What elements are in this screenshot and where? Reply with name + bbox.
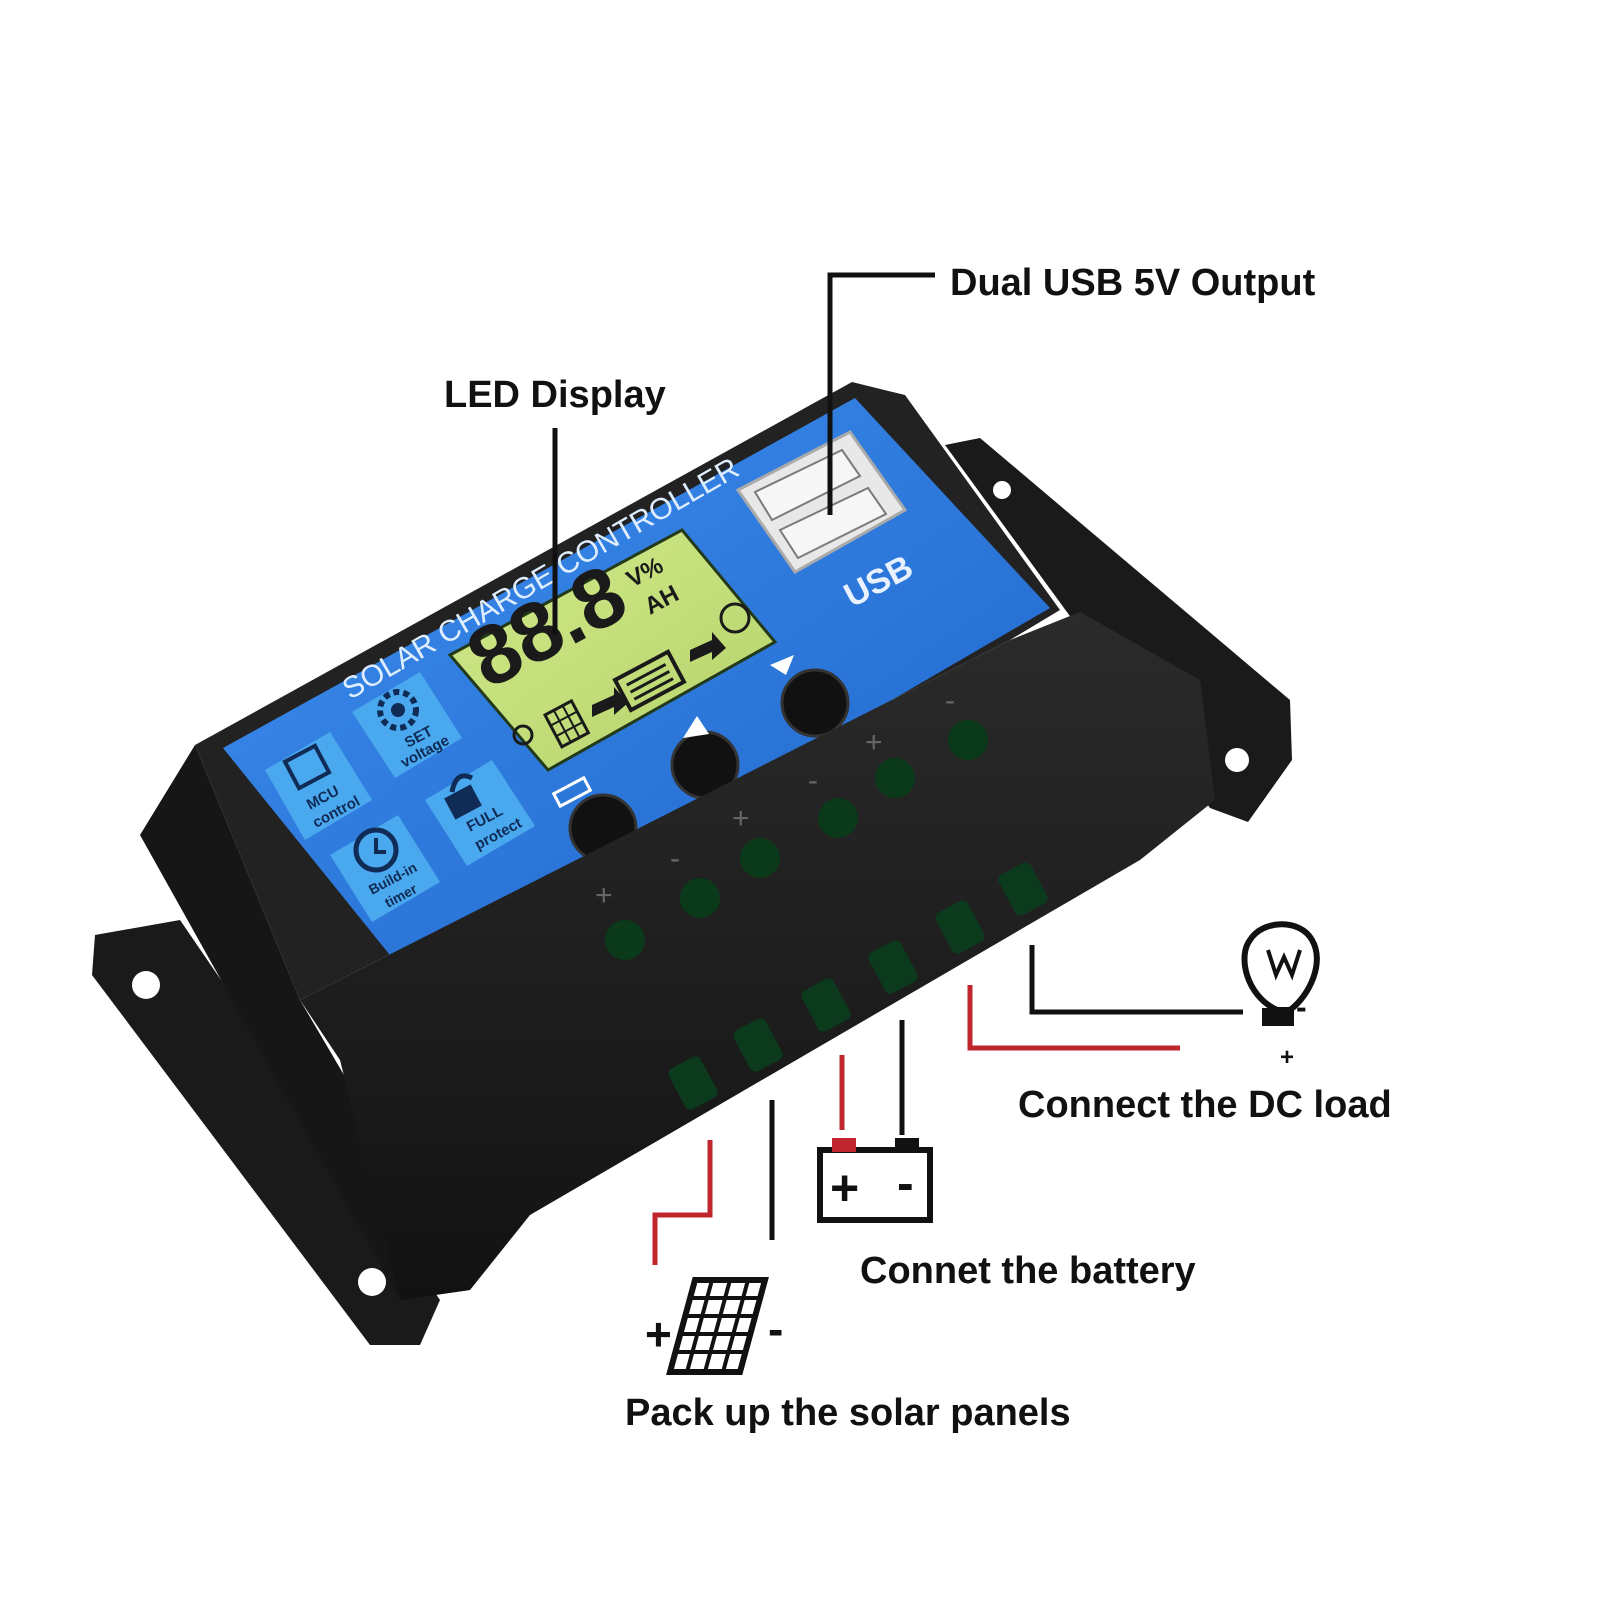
feature-badge-full: FULL protect bbox=[425, 760, 535, 866]
feature-badge-timer: Build-in timer bbox=[330, 815, 440, 922]
left-mount-hole-bottom bbox=[358, 1268, 386, 1296]
lock-icon bbox=[444, 773, 482, 820]
load-minus-sign: - bbox=[945, 684, 955, 717]
solar-plus-sign: + bbox=[595, 879, 613, 912]
battery-minus-sign: - bbox=[808, 764, 818, 797]
battery-plus-sign: + bbox=[732, 802, 750, 835]
solar-red-wire bbox=[652, 1140, 713, 1265]
chip-icon bbox=[282, 743, 332, 791]
usb-output-caption: Dual USB 5V Output bbox=[950, 262, 1316, 304]
feature-badge-mcu: MCU control bbox=[265, 732, 372, 840]
clock-icon bbox=[353, 827, 399, 873]
usb-port-block: USB bbox=[735, 430, 919, 615]
menu-marker-icon bbox=[551, 775, 593, 809]
bulb-minus-sign: - bbox=[1296, 989, 1307, 1025]
feature-badge-set: SET voltage bbox=[352, 672, 462, 778]
usb-port-2[interactable] bbox=[778, 486, 888, 560]
charge-controller-device: SOLAR CHARGE CONTROLLER 88.8 V% AH bbox=[92, 382, 1292, 1345]
left-mounting-ear bbox=[92, 920, 440, 1345]
bulb-plus-sign: + bbox=[1280, 1044, 1294, 1071]
lcd-arrow-icon-1 bbox=[592, 687, 628, 717]
terminal-screws bbox=[605, 720, 988, 960]
usb-port-1[interactable] bbox=[753, 448, 862, 522]
down-button[interactable] bbox=[780, 668, 850, 738]
right-mount-hole bbox=[1225, 748, 1249, 772]
load-plus-sign: + bbox=[865, 726, 883, 759]
solar-minus-sign: - bbox=[670, 842, 680, 875]
solar-panel-icon: + - bbox=[645, 1277, 783, 1375]
terminal-cover bbox=[300, 612, 1215, 1300]
solar-icon-minus: - bbox=[768, 1303, 783, 1355]
battery-icon: + - bbox=[817, 1138, 933, 1223]
led-display-caption: LED Display bbox=[444, 374, 666, 416]
lcd-bulb-icon bbox=[719, 602, 751, 634]
up-arrow-icon bbox=[683, 716, 709, 738]
usb-leader bbox=[827, 272, 935, 515]
solar-icon-plus: + bbox=[645, 1308, 672, 1360]
lcd-battery-icon bbox=[612, 649, 687, 713]
load-red-wire bbox=[967, 985, 1180, 1051]
wire-slots bbox=[668, 862, 1048, 1110]
right-mount-hole-top bbox=[993, 481, 1011, 499]
battery-icon-plus: + bbox=[830, 1160, 859, 1216]
solar-caption: Pack up the solar panels bbox=[625, 1392, 1071, 1434]
gear-icon bbox=[377, 689, 419, 731]
bulb-icon: - + bbox=[1241, 921, 1320, 1071]
load-black-wire bbox=[1029, 945, 1243, 1015]
battery-caption: Connet the battery bbox=[860, 1250, 1196, 1292]
left-mount-hole bbox=[132, 971, 160, 999]
dc-load-caption: Connect the DC load bbox=[1018, 1084, 1392, 1126]
down-arrow-icon bbox=[770, 655, 794, 675]
lcd-arrow-icon-2 bbox=[690, 632, 726, 662]
battery-icon-minus: - bbox=[897, 1155, 914, 1211]
lcd-sun-icon bbox=[512, 724, 534, 746]
lcd-solar-icon bbox=[542, 698, 591, 749]
callout-lines bbox=[552, 272, 1243, 1265]
